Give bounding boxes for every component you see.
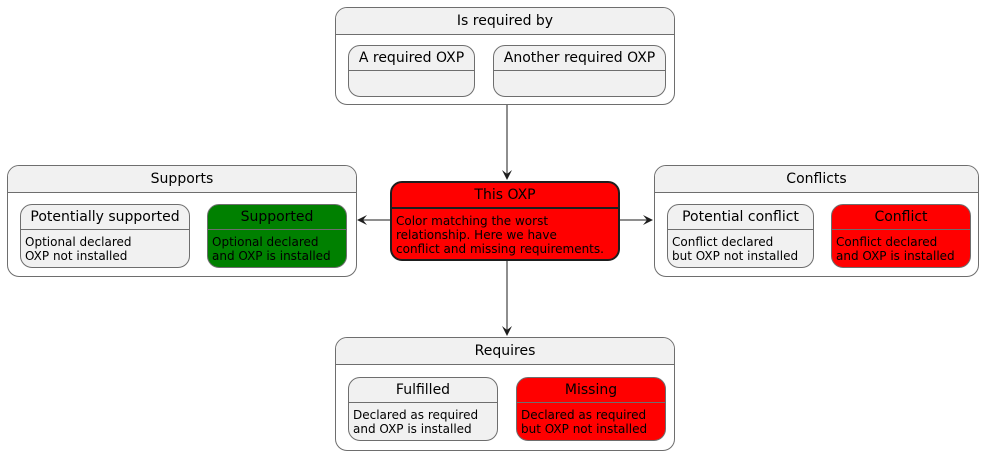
state-title: Fulfilled — [349, 378, 497, 403]
cluster-requires: Requires Fulfilled Declared as required … — [335, 337, 675, 451]
state-supported: Supported Optional declared and OXP is i… — [207, 204, 347, 268]
cluster-conflicts: Conflicts Potential conflict Conflict de… — [654, 165, 979, 277]
state-description: Conflict declared and OXP is installed — [836, 235, 955, 263]
state-title: This OXP — [392, 183, 618, 209]
state-title: A required OXP — [349, 46, 474, 71]
state-potentially-supported: Potentially supported Optional declared … — [20, 204, 190, 268]
state-description: Optional declared and OXP is installed — [212, 235, 331, 263]
state-description: Conflict declared but OXP not installed — [672, 235, 799, 263]
cluster-title: Supports — [8, 166, 356, 193]
state-title: Potential conflict — [668, 205, 813, 230]
state-title: Supported — [208, 205, 346, 230]
state-conflict: Conflict Conflict declared and OXP is in… — [831, 204, 971, 268]
state-title: Conflict — [832, 205, 970, 230]
cluster-title: Requires — [336, 338, 674, 365]
state-title: Missing — [517, 378, 665, 403]
cluster-supports: Supports Potentially supported Optional … — [7, 165, 357, 277]
state-a-required-oxp: A required OXP — [348, 45, 475, 97]
state-fulfilled: Fulfilled Declared as required and OXP i… — [348, 377, 498, 441]
state-potential-conflict: Potential conflict Conflict declared but… — [667, 204, 814, 268]
state-this-oxp: This OXP Color matching the worst relati… — [390, 181, 620, 261]
cluster-title: Is required by — [336, 8, 674, 35]
state-another-required-oxp: Another required OXP — [493, 45, 666, 97]
state-description: Declared as required but OXP not install… — [521, 408, 648, 436]
state-description: Color matching the worst relationship. H… — [396, 214, 604, 256]
state-description: Declared as required and OXP is installe… — [353, 408, 479, 436]
state-title: Potentially supported — [21, 205, 189, 230]
state-description: Optional declared OXP not installed — [25, 235, 132, 263]
state-title: Another required OXP — [494, 46, 665, 71]
cluster-required-by: Is required by A required OXP Another re… — [335, 7, 675, 105]
state-missing: Missing Declared as required but OXP not… — [516, 377, 666, 441]
cluster-title: Conflicts — [655, 166, 978, 193]
